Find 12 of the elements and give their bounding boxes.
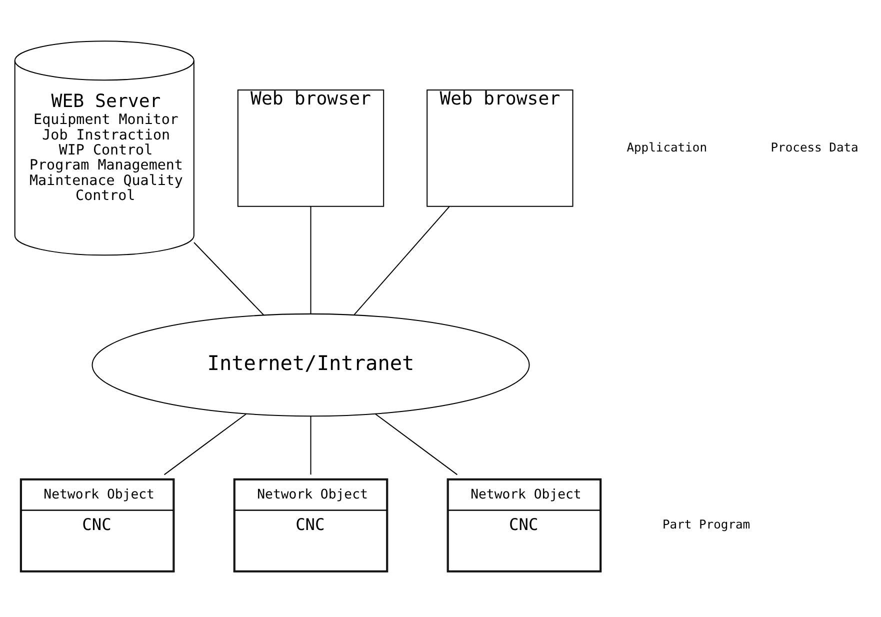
label: Application (626, 140, 708, 154)
label: Part Program (662, 518, 750, 532)
connector (354, 206, 450, 316)
connector (310, 206, 312, 314)
connector (375, 414, 458, 476)
connector (194, 242, 264, 316)
node-ellipse: Internet/Intranet (92, 313, 530, 417)
label: Process Data (770, 140, 858, 154)
node-box: Web browser (426, 89, 574, 207)
node-box: Web browser (237, 89, 384, 207)
connector (164, 414, 246, 476)
connector (310, 416, 312, 475)
